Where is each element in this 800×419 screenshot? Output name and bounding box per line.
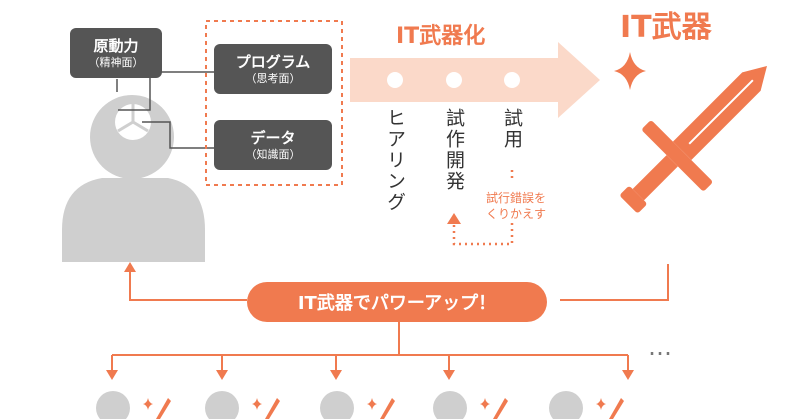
- motivation-sub: （精神面）: [88, 55, 144, 69]
- small-person-icon: [549, 391, 624, 419]
- distribution-lines: [111, 320, 629, 372]
- step-dot-2: [446, 72, 462, 88]
- arrow-right-icon: [350, 42, 600, 118]
- data-box: データ （知識面）: [214, 120, 332, 170]
- loop-note-line-2: くりかえす: [485, 207, 546, 222]
- feedback-lines: [129, 264, 669, 301]
- brain-icon: [115, 104, 151, 140]
- step-prototype: 試作開発: [443, 108, 465, 192]
- dashed-frame: [205, 20, 343, 186]
- sword-icon: [620, 66, 767, 213]
- loop-arrow: [447, 170, 514, 246]
- loop-note: 試行錯誤を くりかえす: [470, 190, 562, 222]
- program-sub: （思考面）: [245, 71, 301, 85]
- motivation-box: 原動力 （精神面）: [70, 28, 162, 78]
- data-sub: （知識面）: [245, 147, 301, 161]
- loop-note-line-1: 試行錯誤を: [485, 191, 546, 205]
- program-box: プログラム （思考面）: [214, 44, 332, 94]
- process-title: IT武器化: [396, 24, 486, 49]
- arrowhead-up: [124, 262, 136, 272]
- small-person-icon: [96, 391, 171, 419]
- brain-connectors: [116, 71, 214, 149]
- sparkle-icon: [614, 52, 646, 90]
- step-dot-3: [504, 72, 520, 88]
- more-ellipsis: …: [648, 333, 674, 361]
- small-person-icon: [205, 391, 280, 419]
- small-person-icon: [320, 391, 395, 419]
- step-hearing: ヒアリング: [384, 108, 406, 213]
- powerup-label: IT武器でパワーアップ！: [247, 282, 547, 322]
- step-trial: 試用: [501, 108, 523, 150]
- small-person-icon: [433, 391, 508, 419]
- step-dot-1: [387, 72, 403, 88]
- weapon-title: IT武器: [620, 10, 712, 45]
- distribution-arrowheads: [106, 370, 634, 380]
- motivation-title: 原動力: [93, 36, 139, 55]
- program-title: プログラム: [235, 52, 311, 71]
- data-title: データ: [250, 128, 296, 147]
